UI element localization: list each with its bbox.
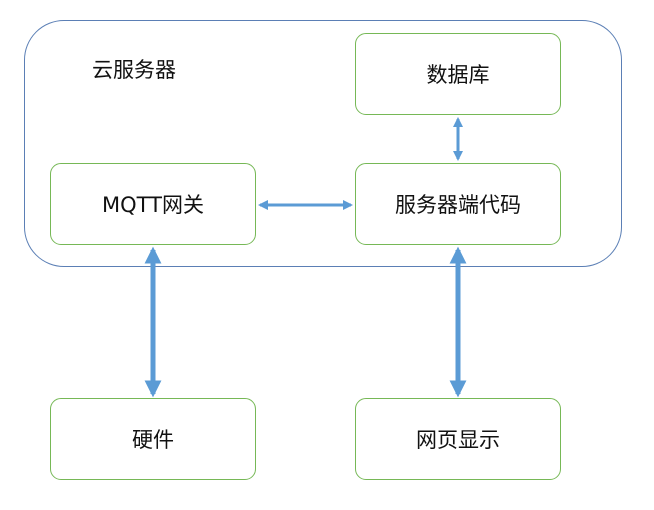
mqtt-gateway-label: MQTT网关	[102, 193, 204, 217]
database-label: 数据库	[426, 63, 490, 87]
hardware-label: 硬件	[132, 428, 174, 452]
database-node: 数据库	[355, 33, 561, 115]
hardware-node: 硬件	[50, 398, 256, 480]
server-code-label: 服务器端代码	[395, 193, 521, 217]
mqtt-gateway-node: MQTT网关	[50, 163, 256, 245]
web-display-node: 网页显示	[355, 398, 561, 480]
web-display-label: 网页显示	[416, 428, 500, 452]
cloud-server-container	[24, 20, 622, 267]
cloud-server-label: 云服务器	[92, 58, 176, 82]
server-code-node: 服务器端代码	[355, 163, 561, 245]
